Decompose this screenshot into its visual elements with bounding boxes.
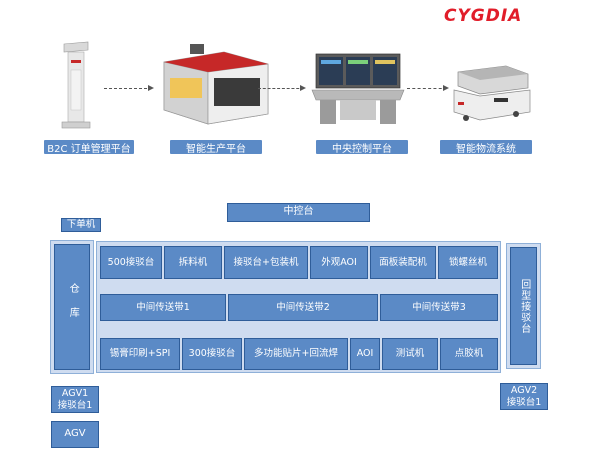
production-machine-image (163, 44, 269, 125)
order-kiosk-image (61, 41, 91, 129)
station-500-dock: 500接驳台 (100, 246, 162, 279)
agv2-label: AGV2 (510, 384, 538, 396)
logistics-agv-image (453, 65, 531, 121)
brand-logo: CYGDIA (444, 6, 523, 26)
station-unpacker: 拆料机 (164, 246, 222, 279)
agv1-dock-label: 接驳台1 (57, 399, 93, 411)
station-dock-packer: 接驳台+包装机 (224, 246, 308, 279)
agv-box: AGV (51, 421, 99, 448)
control-console-image (311, 53, 405, 124)
agv1-label: AGV1 (61, 387, 89, 399)
conveyor-3: 中间传送带3 (380, 294, 498, 321)
agv2-dock-box: AGV2 接驳台1 (500, 383, 548, 410)
station-aoi: AOI (350, 338, 380, 370)
station-tester: 测试机 (382, 338, 438, 370)
stage-label-control: 中央控制平台 (316, 140, 408, 155)
station-dispenser: 点胶机 (440, 338, 498, 370)
stage-label-logistics: 智能物流系统 (440, 140, 532, 155)
agv2-dock-label: 接驳台1 (506, 396, 542, 408)
flow-arrow-2 (258, 85, 306, 91)
flow-arrow-3 (407, 85, 449, 91)
conveyor-1: 中间传送带1 (100, 294, 226, 321)
conveyor-2: 中间传送带2 (228, 294, 378, 321)
warehouse-box: 仓库 (54, 244, 90, 370)
station-panel-assembly: 面板装配机 (370, 246, 436, 279)
flow-arrow-1 (104, 85, 154, 91)
control-desk-box: 中控台 (227, 203, 370, 222)
station-smt-reflow: 多功能贴片+回流焊 (244, 338, 348, 370)
order-machine-box: 下单机 (61, 218, 101, 232)
stage-label-production: 智能生产平台 (170, 140, 262, 155)
station-300-dock: 300接驳台 (182, 338, 242, 370)
stage-label-b2c: B2C 订单管理平台 (44, 140, 134, 155)
return-station-box: 回型接驳台 (510, 247, 537, 365)
station-solder-print-spi: 锡膏印刷+SPI (100, 338, 180, 370)
station-screw-machine: 锁螺丝机 (438, 246, 498, 279)
station-visual-aoi: 外观AOI (310, 246, 368, 279)
agv1-dock-box: AGV1 接驳台1 (51, 386, 99, 413)
